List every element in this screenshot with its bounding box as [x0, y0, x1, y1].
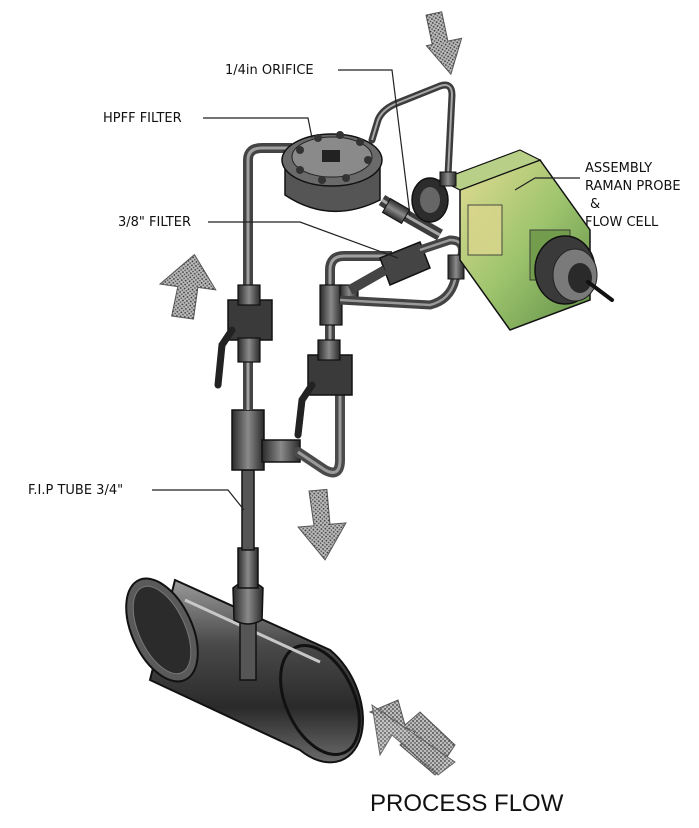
valve-left [214, 284, 273, 389]
flow-arrow-down-return [297, 488, 347, 561]
label-process-flow: PROCESS FLOW [370, 790, 564, 817]
valve-right [294, 339, 353, 439]
leader-fip [152, 489, 245, 511]
leader-hpff [203, 117, 313, 139]
label-fip-tube: F.I.P TUBE 3/4" [28, 483, 124, 498]
label-assembly-line4: FLOW CELL [585, 215, 659, 230]
label-assembly-line3: & [590, 197, 601, 212]
leader-orifice [338, 69, 411, 216]
filter-3-8 [339, 235, 467, 310]
label-assembly-line2: RAMAN PROBE [585, 179, 681, 194]
label-orifice: 1/4in ORIFICE [225, 63, 314, 78]
label-filter-3-8: 3/8" FILTER [118, 215, 191, 230]
flow-arrow-down-top [425, 11, 463, 76]
tee-fitting [231, 375, 345, 478]
flow-arrow-up-left [158, 253, 217, 320]
label-hpff-filter: HPFF FILTER [103, 111, 182, 126]
leader-filter-3-8 [208, 221, 399, 259]
leader-assembly [514, 177, 580, 191]
leader-lines [152, 69, 580, 511]
flow-arrow-process [368, 699, 456, 776]
hpff-filter [281, 131, 383, 213]
riser-tubes [243, 143, 392, 410]
label-assembly-line1: ASSEMBLY [585, 161, 653, 176]
fip-tube-stem [232, 469, 264, 681]
orifice-tube [368, 81, 456, 241]
raman-flow-cell-assembly [411, 149, 614, 331]
